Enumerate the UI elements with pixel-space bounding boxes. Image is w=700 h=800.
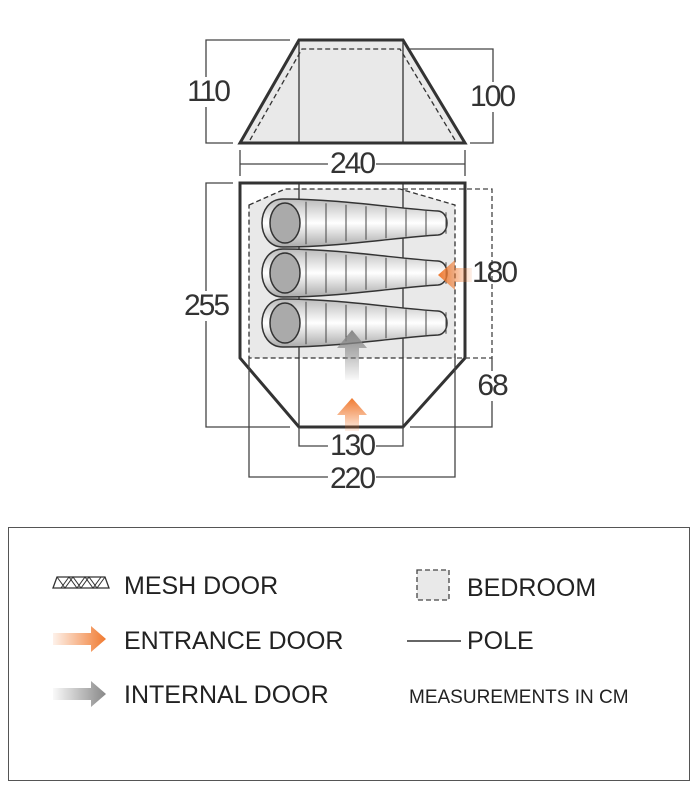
internal-arrow bbox=[337, 330, 367, 380]
dim-240: 240 bbox=[327, 147, 376, 180]
legend-pole: POLE bbox=[467, 627, 534, 655]
pole-icon bbox=[407, 640, 461, 642]
legend: MESH DOOR ENTRANCE DOOR INTERNAL DOOR BE… bbox=[8, 527, 690, 781]
entrance-arrow-side bbox=[438, 260, 472, 290]
floor-plan bbox=[205, 181, 493, 478]
mesh-door-icon bbox=[52, 576, 110, 589]
measurement-note: MEASUREMENTS IN CM bbox=[409, 687, 629, 708]
front-elevation bbox=[205, 38, 494, 176]
bedroom-icon bbox=[416, 569, 450, 601]
legend-mesh-door: MESH DOOR bbox=[124, 572, 279, 600]
entrance-arrow-icon bbox=[53, 626, 106, 652]
legend-internal-door: INTERNAL DOOR bbox=[124, 681, 329, 709]
internal-arrow-icon bbox=[53, 681, 106, 707]
sleeping-bag bbox=[261, 298, 448, 348]
dim-100: 100 bbox=[467, 80, 516, 113]
dim-68: 68 bbox=[475, 369, 509, 402]
legend-entrance-door: ENTRANCE DOOR bbox=[124, 627, 344, 655]
dim-110: 110 bbox=[185, 75, 231, 108]
sleeping-bag bbox=[261, 198, 448, 248]
sleeping-bag bbox=[261, 248, 448, 298]
dim-220: 220 bbox=[327, 462, 376, 495]
dim-255: 255 bbox=[181, 289, 230, 322]
entrance-arrow-front bbox=[337, 398, 367, 432]
dim-130: 130 bbox=[327, 429, 376, 462]
legend-bedroom: BEDROOM bbox=[467, 574, 597, 602]
dim-180: 180 bbox=[471, 256, 518, 289]
